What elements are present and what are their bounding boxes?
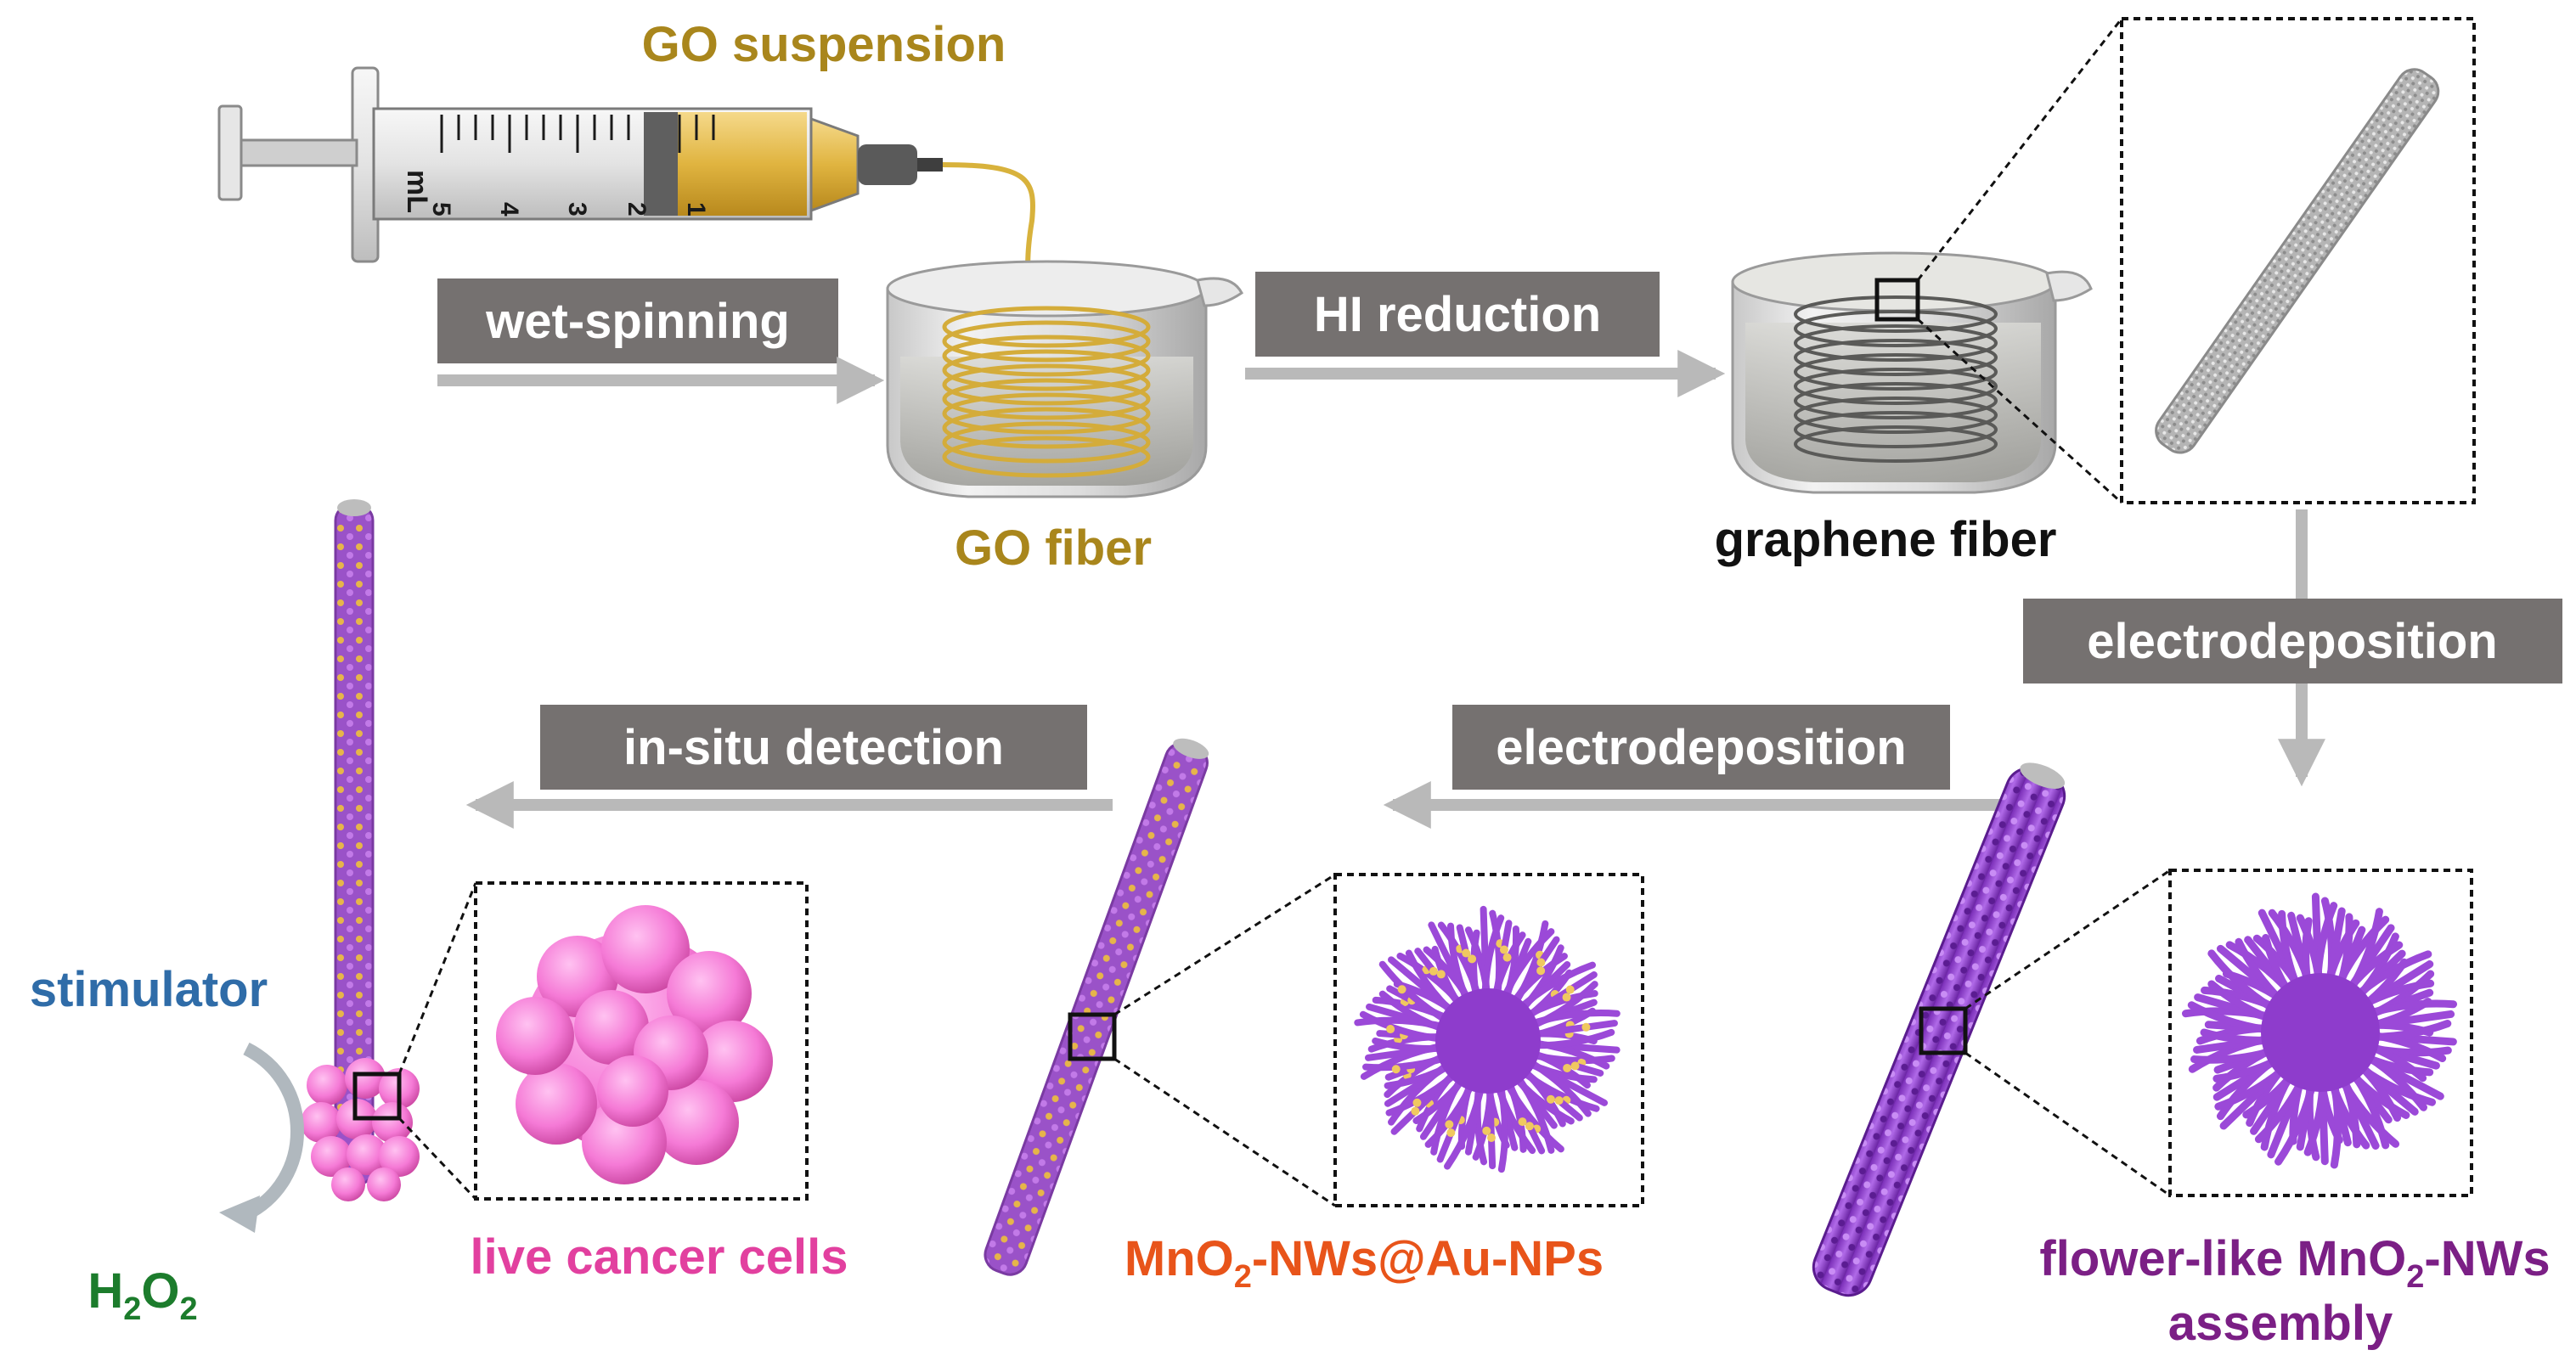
- cancer-cell-zoom-panel: [397, 881, 809, 1201]
- live-cancer-cells-label: live cancer cells: [471, 1229, 848, 1285]
- go-suspension-label: GO suspension: [642, 17, 1006, 72]
- gold-nanoparticle: [1386, 1025, 1395, 1034]
- syringe-tick-1: 1: [682, 202, 710, 217]
- mno2-au-label: MnO2-NWs@Au-NPs: [1125, 1231, 1604, 1295]
- gold-nanoparticle: [1486, 1134, 1496, 1143]
- electrodeposition-middle-step-box: [1452, 705, 1950, 790]
- electrodeposition-right-step-box: [2023, 599, 2562, 684]
- cancer-cell-icon: [496, 905, 773, 1184]
- syringe-tick-3: 3: [563, 202, 591, 217]
- stimulator-curved-arrow: [243, 1042, 304, 1221]
- syringe-tick-5: 5: [427, 202, 455, 217]
- in-situ-detection-step-box: [540, 705, 1087, 790]
- graphene-beaker-icon: [1731, 251, 2093, 494]
- go-beaker-icon: [886, 260, 1243, 498]
- gold-nanoparticle: [1546, 1094, 1555, 1104]
- mno2-au-fiber: [984, 738, 1209, 1276]
- wet-spinning-step-box: [437, 278, 838, 363]
- gold-nanoparticle: [1536, 966, 1546, 976]
- graphene-fiber-zoom-panel: [1916, 17, 2476, 504]
- graphene-fiber-label: graphene fiber: [1715, 512, 2057, 567]
- syringe-unit-label: mL: [401, 170, 433, 213]
- gold-nanoparticle: [1482, 1126, 1491, 1135]
- gold-nanoparticle: [1536, 958, 1546, 967]
- hi-reduction-step-label: HI reduction: [1314, 287, 1601, 342]
- cancer-cell-cluster: [301, 1058, 420, 1201]
- gold-nanoparticle: [1436, 970, 1446, 979]
- go-fiber-label: GO fiber: [955, 520, 1152, 576]
- syringe-icon: mL 5 4 3 2 1: [217, 66, 943, 263]
- stimulator-arrow-head-icon: [219, 1195, 260, 1233]
- gold-nanoparticle: [1562, 993, 1571, 1002]
- gold-nanoparticle: [1446, 1128, 1456, 1138]
- detection-fiber: [301, 499, 420, 1201]
- gold-nanoparticle: [1518, 1117, 1527, 1127]
- gold-nanoparticle: [1554, 1096, 1564, 1105]
- assembly-label: assembly: [2168, 1296, 2393, 1351]
- stimulator-label: stimulator: [30, 962, 268, 1017]
- mno2-au-zoom-panel: [1113, 873, 1644, 1207]
- syringe-tick-2: 2: [623, 202, 651, 217]
- mno2-nanowire-zoom-panel: [1964, 869, 2473, 1197]
- flower-mno2-label: flower-like MnO2-NWs: [2039, 1231, 2550, 1295]
- gold-nanoparticle: [1468, 954, 1477, 964]
- gold-nanoparticle: [1570, 1061, 1580, 1071]
- syringe-tick-4: 4: [495, 202, 523, 217]
- gold-nanoparticle: [1391, 1065, 1401, 1074]
- gold-nanoparticle: [1502, 953, 1512, 962]
- electrodeposition-middle-step-label: electrodeposition: [1496, 720, 1906, 775]
- gold-nanoparticle: [1563, 1063, 1572, 1072]
- gold-nanoparticle: [1581, 1022, 1591, 1032]
- gold-nanoparticle: [1429, 966, 1438, 976]
- hi-reduction-step-box: [1255, 272, 1660, 357]
- gold-nanoparticle: [1412, 1098, 1422, 1107]
- gold-nanoparticle: [1462, 948, 1471, 958]
- mno2-nanowire-fiber: [1812, 762, 2066, 1297]
- gold-nanoparticle: [1525, 1122, 1534, 1131]
- h2o2-label: H2O2: [87, 1263, 197, 1327]
- electrodeposition-right-step-label: electrodeposition: [2087, 614, 2497, 669]
- in-situ-detection-step-label: in-situ detection: [623, 720, 1004, 775]
- gold-nanoparticle: [1499, 945, 1508, 954]
- wet-spinning-step-label: wet-spinning: [485, 294, 790, 349]
- gold-nanoparticle: [1411, 1106, 1420, 1116]
- gold-nanoparticle: [1397, 985, 1406, 994]
- gold-nanoparticle: [1565, 985, 1575, 994]
- gold-nanoparticle: [1445, 1120, 1454, 1129]
